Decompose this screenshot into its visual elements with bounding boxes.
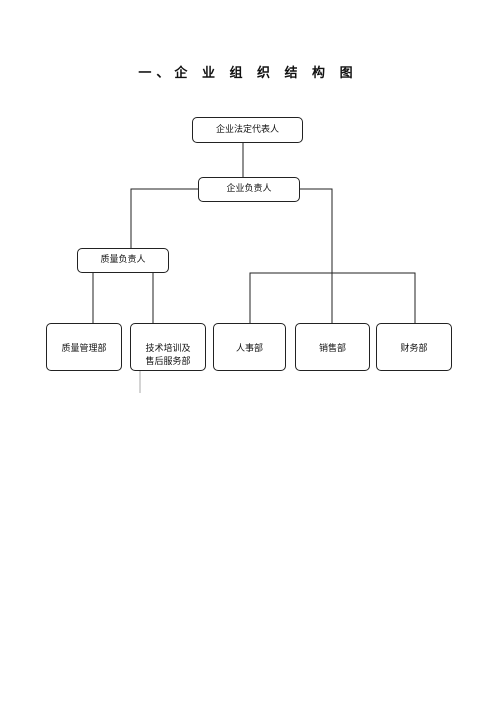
node-sales-dept-label: 销售部 [318, 344, 346, 354]
node-hr-dept-label: 人事部 [235, 344, 263, 354]
connector-right-branch-bar [249, 272, 416, 323]
connector-manager-to-quality-head [130, 188, 198, 248]
node-quality-management-dept-label: 质量管理部 [61, 344, 107, 354]
connector-manager-to-right-branch [300, 188, 333, 323]
node-hr-dept: 人事部 [213, 323, 286, 371]
node-quality-management-dept: 质量管理部 [46, 323, 122, 371]
node-tech-training-service-dept-label: 技术培训及 售后服务部 [145, 344, 191, 367]
node-enterprise-head-label: 企业负责人 [226, 184, 272, 194]
node-legal-representative: 企业法定代表人 [192, 117, 303, 143]
node-legal-representative-label: 企业法定代表人 [215, 124, 279, 135]
node-quality-head: 质量负责人 [77, 248, 169, 273]
node-finance-dept-label: 财务部 [400, 344, 428, 354]
node-tech-training-service-dept: 技术培训及 售后服务部 [130, 323, 206, 371]
node-sales-dept: 销售部 [295, 323, 370, 371]
node-quality-head-label: 质量负责人 [100, 255, 146, 265]
page-title: 一、企 业 组 织 结 构 图 [138, 66, 358, 81]
node-enterprise-head: 企业负责人 [198, 177, 300, 202]
node-finance-dept: 财务部 [376, 323, 452, 371]
